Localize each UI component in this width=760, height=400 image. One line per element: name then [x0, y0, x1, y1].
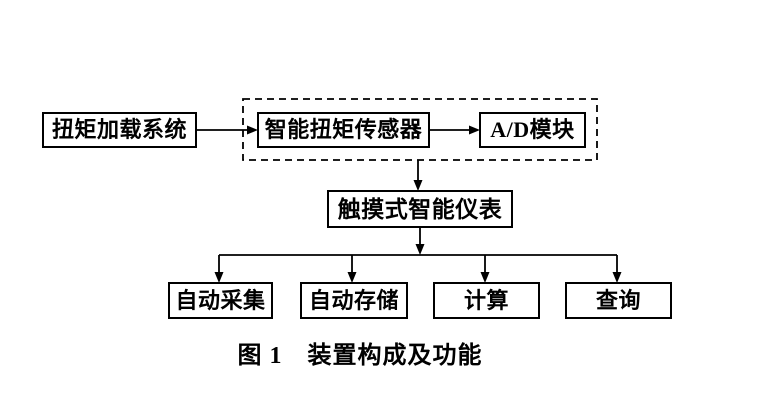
figure-caption: 图 1 装置构成及功能: [237, 343, 483, 369]
node-auto-store: 自动存储: [300, 282, 408, 319]
node-torque-loading-system: 扭矩加载系统: [42, 112, 197, 148]
edge-branch-to-query: [612, 255, 622, 283]
node-calculate: 计算: [433, 282, 540, 319]
edge-branch-to-collect: [214, 255, 224, 283]
node-smart-torque-sensor: 智能扭矩传感器: [257, 112, 430, 148]
node-ad-module: A/D模块: [479, 112, 586, 148]
edge-torque-to-sensor: [197, 125, 258, 135]
edge-branch-to-calc: [480, 255, 490, 283]
node-auto-collect: 自动采集: [168, 282, 273, 319]
node-touch-smart-instrument: 触摸式智能仪表: [327, 190, 513, 228]
edge-instrument-to-branch: [415, 228, 425, 255]
edge-sensor-to-ad: [430, 125, 480, 135]
dashed-sensor-group-border: [242, 98, 598, 161]
edge-branch-to-store: [347, 255, 357, 283]
edge-group-to-instrument: [413, 160, 423, 191]
node-query: 查询: [565, 282, 672, 319]
